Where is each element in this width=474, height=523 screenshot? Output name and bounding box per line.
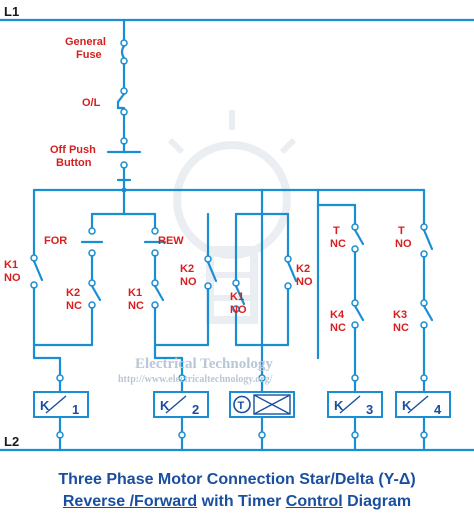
k2-nc-label: K2 (66, 287, 80, 299)
rung-k4 (420, 188, 434, 377)
diagram-title-line-2: Reverse /Forward with Timer Control Diag… (0, 492, 474, 512)
k3-nc-label: K3 (393, 309, 407, 321)
lightbulb-watermark-icon (167, 110, 297, 324)
k4-nc-label: K4 (330, 309, 345, 321)
k4-nc-label-2: NC (330, 322, 346, 334)
k3-nc-label-2: NC (393, 322, 409, 334)
title-reverse: Reverse / (62, 493, 135, 510)
title-control: Control (285, 493, 343, 510)
title-forward: Forward (134, 493, 198, 510)
coil-k1: K 1 (33, 391, 89, 418)
coil-timer-letter: T (238, 400, 245, 412)
coil-k4-letter: K (402, 398, 412, 413)
fuse-label-2: Fuse (76, 49, 102, 61)
coil-k3: K 3 (327, 391, 383, 418)
t-no-label-2: NO (395, 238, 412, 250)
k1-no-label-2: NO (4, 272, 21, 284)
k2-no-label-b: K2 (296, 263, 310, 275)
title-with-timer: with Timer (197, 493, 286, 510)
k2-no-label-2: NO (180, 276, 197, 288)
off-button-label-2: Button (56, 157, 92, 169)
k1-nc-label: K1 (128, 287, 142, 299)
coil-k3-number: 3 (366, 402, 373, 417)
t-nc-label-2: NC (330, 238, 346, 250)
coil-k1-number: 1 (72, 402, 79, 417)
k1-no-label-b: K1 (230, 291, 244, 303)
ol-label: O/L (82, 97, 101, 109)
line-l1-label: L1 (4, 4, 19, 19)
rew-button-label: REW (158, 235, 184, 247)
coil-k4-number: 4 (434, 402, 442, 417)
coil-k2: K 2 (153, 391, 209, 418)
k2-nc-label-2: NC (66, 300, 82, 312)
coil-timer: T (229, 391, 295, 418)
rung-timer (232, 188, 298, 377)
for-button-label: FOR (44, 235, 67, 247)
main-feeder (106, 18, 142, 193)
k1-no-label-b-2: NO (230, 304, 247, 316)
coil-k4: K 4 (395, 391, 451, 418)
rung-k1 (30, 188, 126, 377)
rung-k3 (316, 188, 365, 377)
coil-connections (56, 374, 428, 452)
fuse-label: General (65, 36, 106, 48)
k1-no-label: K1 (4, 259, 18, 271)
k1-nc-label-2: NC (128, 300, 144, 312)
diagram-title-line-1: Three Phase Motor Connection Star/Delta … (58, 471, 416, 488)
off-button-label: Off Push (50, 144, 96, 156)
k2-no-label: K2 (180, 263, 194, 275)
coil-k2-letter: K (160, 398, 170, 413)
watermark-url: http://www.electricaltechnology.org/ (118, 374, 273, 385)
coil-k1-letter: K (40, 398, 50, 413)
title-diagram: Diagram (342, 493, 412, 510)
coil-k3-letter: K (334, 398, 344, 413)
line-l2-label: L2 (4, 434, 19, 449)
t-nc-label: T (333, 225, 340, 237)
k2-no-label-b-2: NO (296, 276, 313, 288)
watermark-name: Electrical Technology (135, 356, 273, 372)
t-no-label: T (398, 225, 405, 237)
rung-k2 (122, 212, 218, 377)
coil-k2-number: 2 (192, 402, 199, 417)
